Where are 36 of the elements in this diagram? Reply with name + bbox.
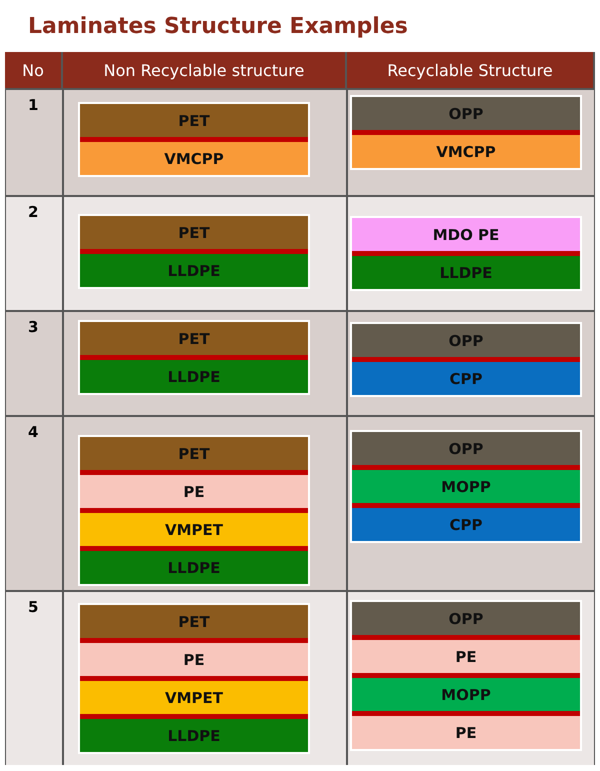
layer-band: CPP xyxy=(352,357,580,395)
row-number: 2 xyxy=(28,203,38,221)
layer-band: OPP xyxy=(352,602,580,635)
layer-band: LLDPE xyxy=(80,249,308,287)
layer-band: OPP xyxy=(352,324,580,357)
layer-band: LLDPE xyxy=(352,251,580,289)
layer-band: PE xyxy=(352,711,580,749)
layer-band: PE xyxy=(352,635,580,673)
layer-band: PET xyxy=(80,322,308,355)
column-header: Non Recyclable structure xyxy=(63,52,347,88)
layer-band: VMCPP xyxy=(352,130,580,168)
column-header: No xyxy=(5,52,63,88)
layer-band: LLDPE xyxy=(80,714,308,752)
layer-band: PE xyxy=(80,638,308,676)
layer-band: VMPET xyxy=(80,508,308,546)
row-number: 3 xyxy=(28,318,38,336)
layer-band: PET xyxy=(80,216,308,249)
layer-band: LLDPE xyxy=(80,355,308,393)
layer-band: OPP xyxy=(352,97,580,130)
column-header: Recyclable Structure xyxy=(347,52,595,88)
layer-band: OPP xyxy=(352,432,580,465)
layer-band: CPP xyxy=(352,503,580,541)
page-title: Laminates Structure Examples xyxy=(28,14,408,39)
layer-band: LLDPE xyxy=(80,546,308,584)
layer-band: MOPP xyxy=(352,465,580,503)
layer-band: VMPET xyxy=(80,676,308,714)
layer-band: PET xyxy=(80,605,308,638)
layer-band: PET xyxy=(80,437,308,470)
layer-band: PE xyxy=(80,470,308,508)
layer-band: MOPP xyxy=(352,673,580,711)
layer-band: PET xyxy=(80,104,308,137)
layer-band: MDO PE xyxy=(352,218,580,251)
row-number: 5 xyxy=(28,598,38,616)
layer-band: VMCPP xyxy=(80,137,308,175)
row-number: 1 xyxy=(28,96,38,114)
row-number: 4 xyxy=(28,423,38,441)
